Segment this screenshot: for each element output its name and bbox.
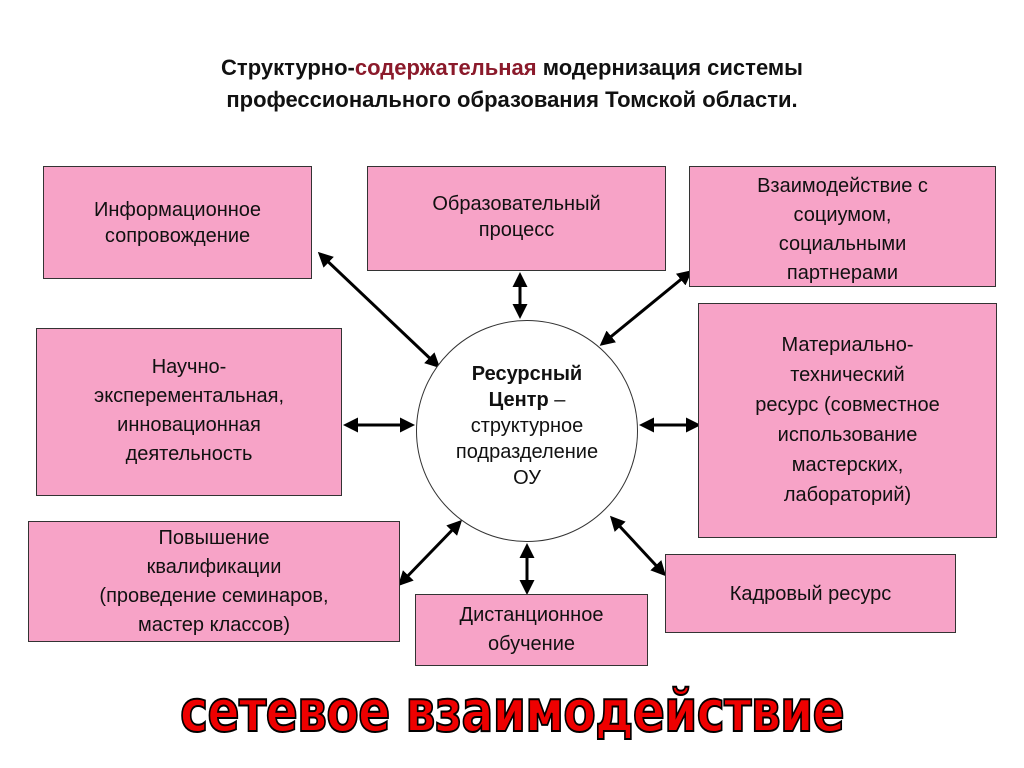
box-social-line-3: социальными	[778, 233, 907, 255]
box-info-support: Информационное сопровождение	[43, 166, 312, 279]
box-edu-line-2: процесс	[478, 219, 555, 241]
box-social-interaction: Взаимодействие с социумом, социальными п…	[689, 166, 996, 287]
center-line-2-rest: –	[548, 389, 566, 411]
box-qualification: Повышение квалификации (проведение семин…	[28, 521, 400, 642]
box-distance-line-2: обучение	[487, 633, 576, 655]
box-material-line-1: Материально-	[781, 334, 914, 356]
network-interaction-banner: сетевое взаимодействие	[179, 676, 845, 746]
box-distance-line-1: Дистанционное	[459, 604, 604, 626]
center-line-3: структурное	[470, 415, 584, 437]
box-science-line-2: эксперементальная,	[94, 385, 284, 407]
title-line-2: профессионального образования Томской об…	[226, 87, 798, 112]
center-line-1: Ресурсный	[471, 363, 583, 385]
box-info-line-2: сопровождение	[104, 225, 251, 247]
box-staff-line-1: Кадровый ресурс	[729, 583, 892, 605]
box-social-line-1: Взаимодействие с	[757, 175, 928, 197]
box-science-line-4: деятельность	[125, 443, 253, 465]
box-qualification-line-4: мастер классов)	[137, 614, 290, 636]
box-qualification-line-2: квалификации	[146, 556, 282, 578]
arrow-social	[599, 270, 693, 346]
box-distance-learning: Дистанционное обучение	[415, 594, 648, 666]
center-line-2-bold: Центр	[488, 389, 549, 411]
box-info-line-1: Информационное	[93, 199, 262, 221]
box-material-line-6: лабораторий)	[783, 484, 912, 506]
resource-center-circle: Ресурсный Центр – структурное подразделе…	[416, 320, 638, 542]
title-line-1: Структурно-содержательная модернизация с…	[60, 52, 964, 84]
arrow-qualification	[397, 519, 463, 587]
title-highlight: содержательная	[354, 55, 537, 80]
box-material-line-5: мастерских,	[791, 454, 904, 476]
box-staff-resource: Кадровый ресурс	[665, 554, 956, 633]
center-line-5: ОУ	[513, 467, 541, 489]
box-material-line-4: использование	[777, 424, 918, 446]
box-qualification-line-3: (проведение семинаров,	[99, 585, 329, 607]
box-science-innovation: Научно- эксперементальная, инновационная…	[36, 328, 342, 496]
box-social-line-2: социумом,	[793, 204, 892, 226]
title-suffix: модернизация системы	[536, 55, 803, 80]
box-educational-process: Образовательный процесс	[367, 166, 666, 271]
box-qualification-line-1: Повышение	[158, 527, 270, 549]
center-line-2: Центр –	[489, 387, 566, 413]
box-material-resource: Материально- технический ресурс (совмест…	[698, 303, 997, 538]
title-prefix: Структурно-	[221, 55, 355, 80]
box-material-line-3: ресурс (совместное	[755, 394, 940, 416]
arrow-staff	[609, 515, 667, 577]
box-edu-line-1: Образовательный	[432, 193, 601, 215]
center-line-4: подразделение	[455, 441, 599, 463]
box-social-line-4: партнерами	[786, 262, 899, 284]
box-science-line-3: инновационная	[117, 414, 261, 436]
box-material-line-2: технический	[790, 364, 905, 386]
slide-title: Структурно-содержательная модернизация с…	[60, 52, 964, 116]
box-science-line-1: Научно-	[151, 356, 227, 378]
